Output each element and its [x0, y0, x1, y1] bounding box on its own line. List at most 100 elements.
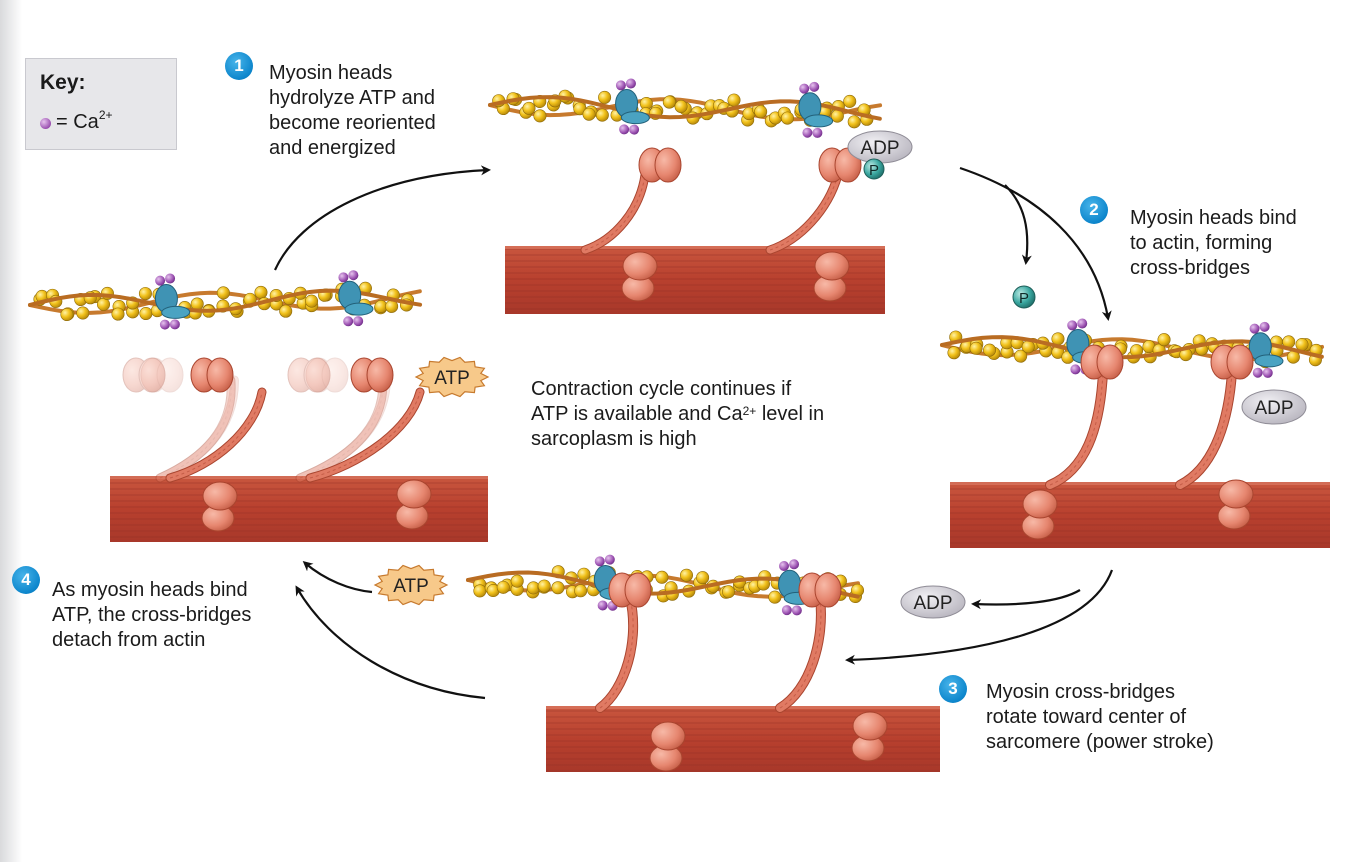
atp-label: ATP — [434, 368, 470, 389]
cycle-condition-note: Contraction cycle continues if ATP is av… — [531, 377, 824, 452]
myosin-arm — [775, 593, 826, 713]
arrow-phosphate-release — [1004, 184, 1032, 265]
myosin-tail-bulb — [649, 721, 686, 772]
myosin-tail-bulb — [201, 481, 238, 532]
myosin-arm — [305, 387, 425, 483]
key-legend: Key: = Ca2+ — [25, 58, 177, 150]
myosin-head — [608, 572, 652, 608]
step-1-caption: Myosin heads hydrolyze ATP and become re… — [269, 61, 436, 161]
key-title: Key: — [40, 71, 86, 94]
caption-line: Myosin cross-bridges — [986, 681, 1175, 703]
phosphate-label: P — [1019, 290, 1029, 307]
caption-line: detach from actin — [52, 629, 206, 651]
troponin-complex — [778, 559, 813, 616]
myosin-arm — [295, 375, 391, 483]
panel-step-3-power-stroke — [466, 554, 940, 772]
myosin-arm — [595, 593, 639, 713]
caption-line: Myosin heads bind — [1130, 207, 1297, 229]
myosin-arm — [295, 375, 388, 483]
caption-line: sarcomere (power stroke) — [986, 731, 1214, 753]
adp-label: ADP — [860, 138, 899, 159]
step-3-badge: 3 — [939, 675, 967, 703]
calcium-ion-icon — [40, 118, 51, 129]
troponin-complex — [1248, 321, 1284, 378]
myosin-head — [350, 357, 394, 393]
page-edge-shadow — [0, 0, 22, 862]
myosin-thick-filament — [950, 482, 1330, 548]
troponin-complex — [798, 81, 834, 138]
released-phosphate: P — [1012, 285, 1036, 309]
adp-p-badge-step-1: ADP P — [847, 130, 913, 180]
myosin-thick-filament — [110, 476, 488, 542]
atp-burst-incoming: ATP — [373, 564, 449, 606]
note-text: ATP is available and Ca — [531, 403, 743, 425]
step-4-caption: As myosin heads bind ATP, the cross-brid… — [52, 578, 251, 653]
note-text: level in — [756, 403, 825, 425]
myosin-tail-bulb — [851, 711, 888, 762]
panel-step-2-cross-bridges — [940, 318, 1330, 548]
myosin-arm — [1045, 367, 1108, 490]
caption-line: ATP, the cross-bridges — [52, 604, 252, 626]
myosin-head — [818, 147, 862, 183]
myosin-head — [1210, 344, 1254, 380]
caption-line: hydrolyze ATP and — [269, 87, 436, 109]
myosin-arm — [1175, 367, 1237, 490]
atp-burst-step-4: ATP — [414, 356, 490, 398]
key-calcium-entry: = Ca2+ — [40, 108, 113, 134]
note-line: sarcoplasm is high — [531, 428, 697, 450]
phosphate-label: P — [869, 162, 879, 179]
actin-thin-filament — [488, 78, 883, 138]
key-calcium-superscript: 2+ — [98, 108, 113, 122]
panel-step-1-energized-myosin — [488, 78, 885, 314]
myosin-tail-bulb — [1217, 479, 1254, 530]
caption-line: rotate toward center of — [986, 706, 1187, 728]
troponin-complex — [338, 270, 374, 327]
caption-line: and energized — [269, 137, 396, 159]
myosin-arm — [765, 170, 843, 255]
troponin-complex — [615, 78, 650, 135]
actin-thin-filament — [28, 270, 423, 330]
myosin-head — [1080, 344, 1124, 380]
step-1-badge: 1 — [225, 52, 253, 80]
myosin-arm — [165, 387, 267, 483]
myosin-head — [798, 572, 842, 608]
step-3-caption: Myosin cross-bridges rotate toward cente… — [986, 680, 1214, 755]
myosin-arm — [155, 375, 239, 483]
troponin-complex — [154, 273, 191, 330]
myosin-motion-ghost — [122, 357, 388, 483]
caption-line: Myosin heads — [269, 62, 393, 84]
arrow-atp-binding — [302, 561, 373, 594]
myosin-arm — [155, 375, 236, 483]
caption-line: As myosin heads bind — [52, 579, 248, 601]
note-line: ATP is available and Ca2+ level in — [531, 402, 824, 427]
actin-thin-filament — [940, 318, 1325, 378]
atp-label: ATP — [393, 576, 429, 597]
caption-line: become reoriented — [269, 112, 436, 134]
note-line: Contraction cycle continues if — [531, 378, 792, 400]
myosin-tail-bulb — [813, 251, 850, 302]
arrow-to-step-4 — [295, 585, 486, 700]
arrow-adp-release — [971, 589, 1081, 610]
arrow-to-step-1 — [273, 165, 491, 271]
myosin-tail-bulb — [1021, 489, 1058, 540]
myosin-head — [287, 357, 331, 393]
caption-line: cross-bridges — [1130, 257, 1251, 279]
myosin-head — [122, 357, 166, 393]
key-calcium-text: = Ca — [56, 111, 99, 133]
myosin-arm — [580, 170, 650, 255]
myosin-tail-bulb — [621, 251, 658, 302]
released-adp: ADP — [900, 585, 966, 619]
cycle-arrows — [273, 165, 1114, 700]
myosin-head — [190, 357, 234, 393]
panel-step-4-detachment — [28, 270, 488, 542]
caption-line: to actin, forming — [1130, 232, 1273, 254]
step-4-badge: 4 — [12, 566, 40, 594]
adp-label: ADP — [1254, 398, 1293, 419]
myosin-head — [638, 147, 682, 183]
step-2-caption: Myosin heads bind to actin, forming cros… — [1130, 206, 1297, 281]
arrow-to-step-3 — [845, 569, 1114, 665]
adp-label: ADP — [913, 593, 952, 614]
note-superscript: 2+ — [742, 404, 757, 418]
myosin-tail-bulb — [395, 479, 432, 530]
